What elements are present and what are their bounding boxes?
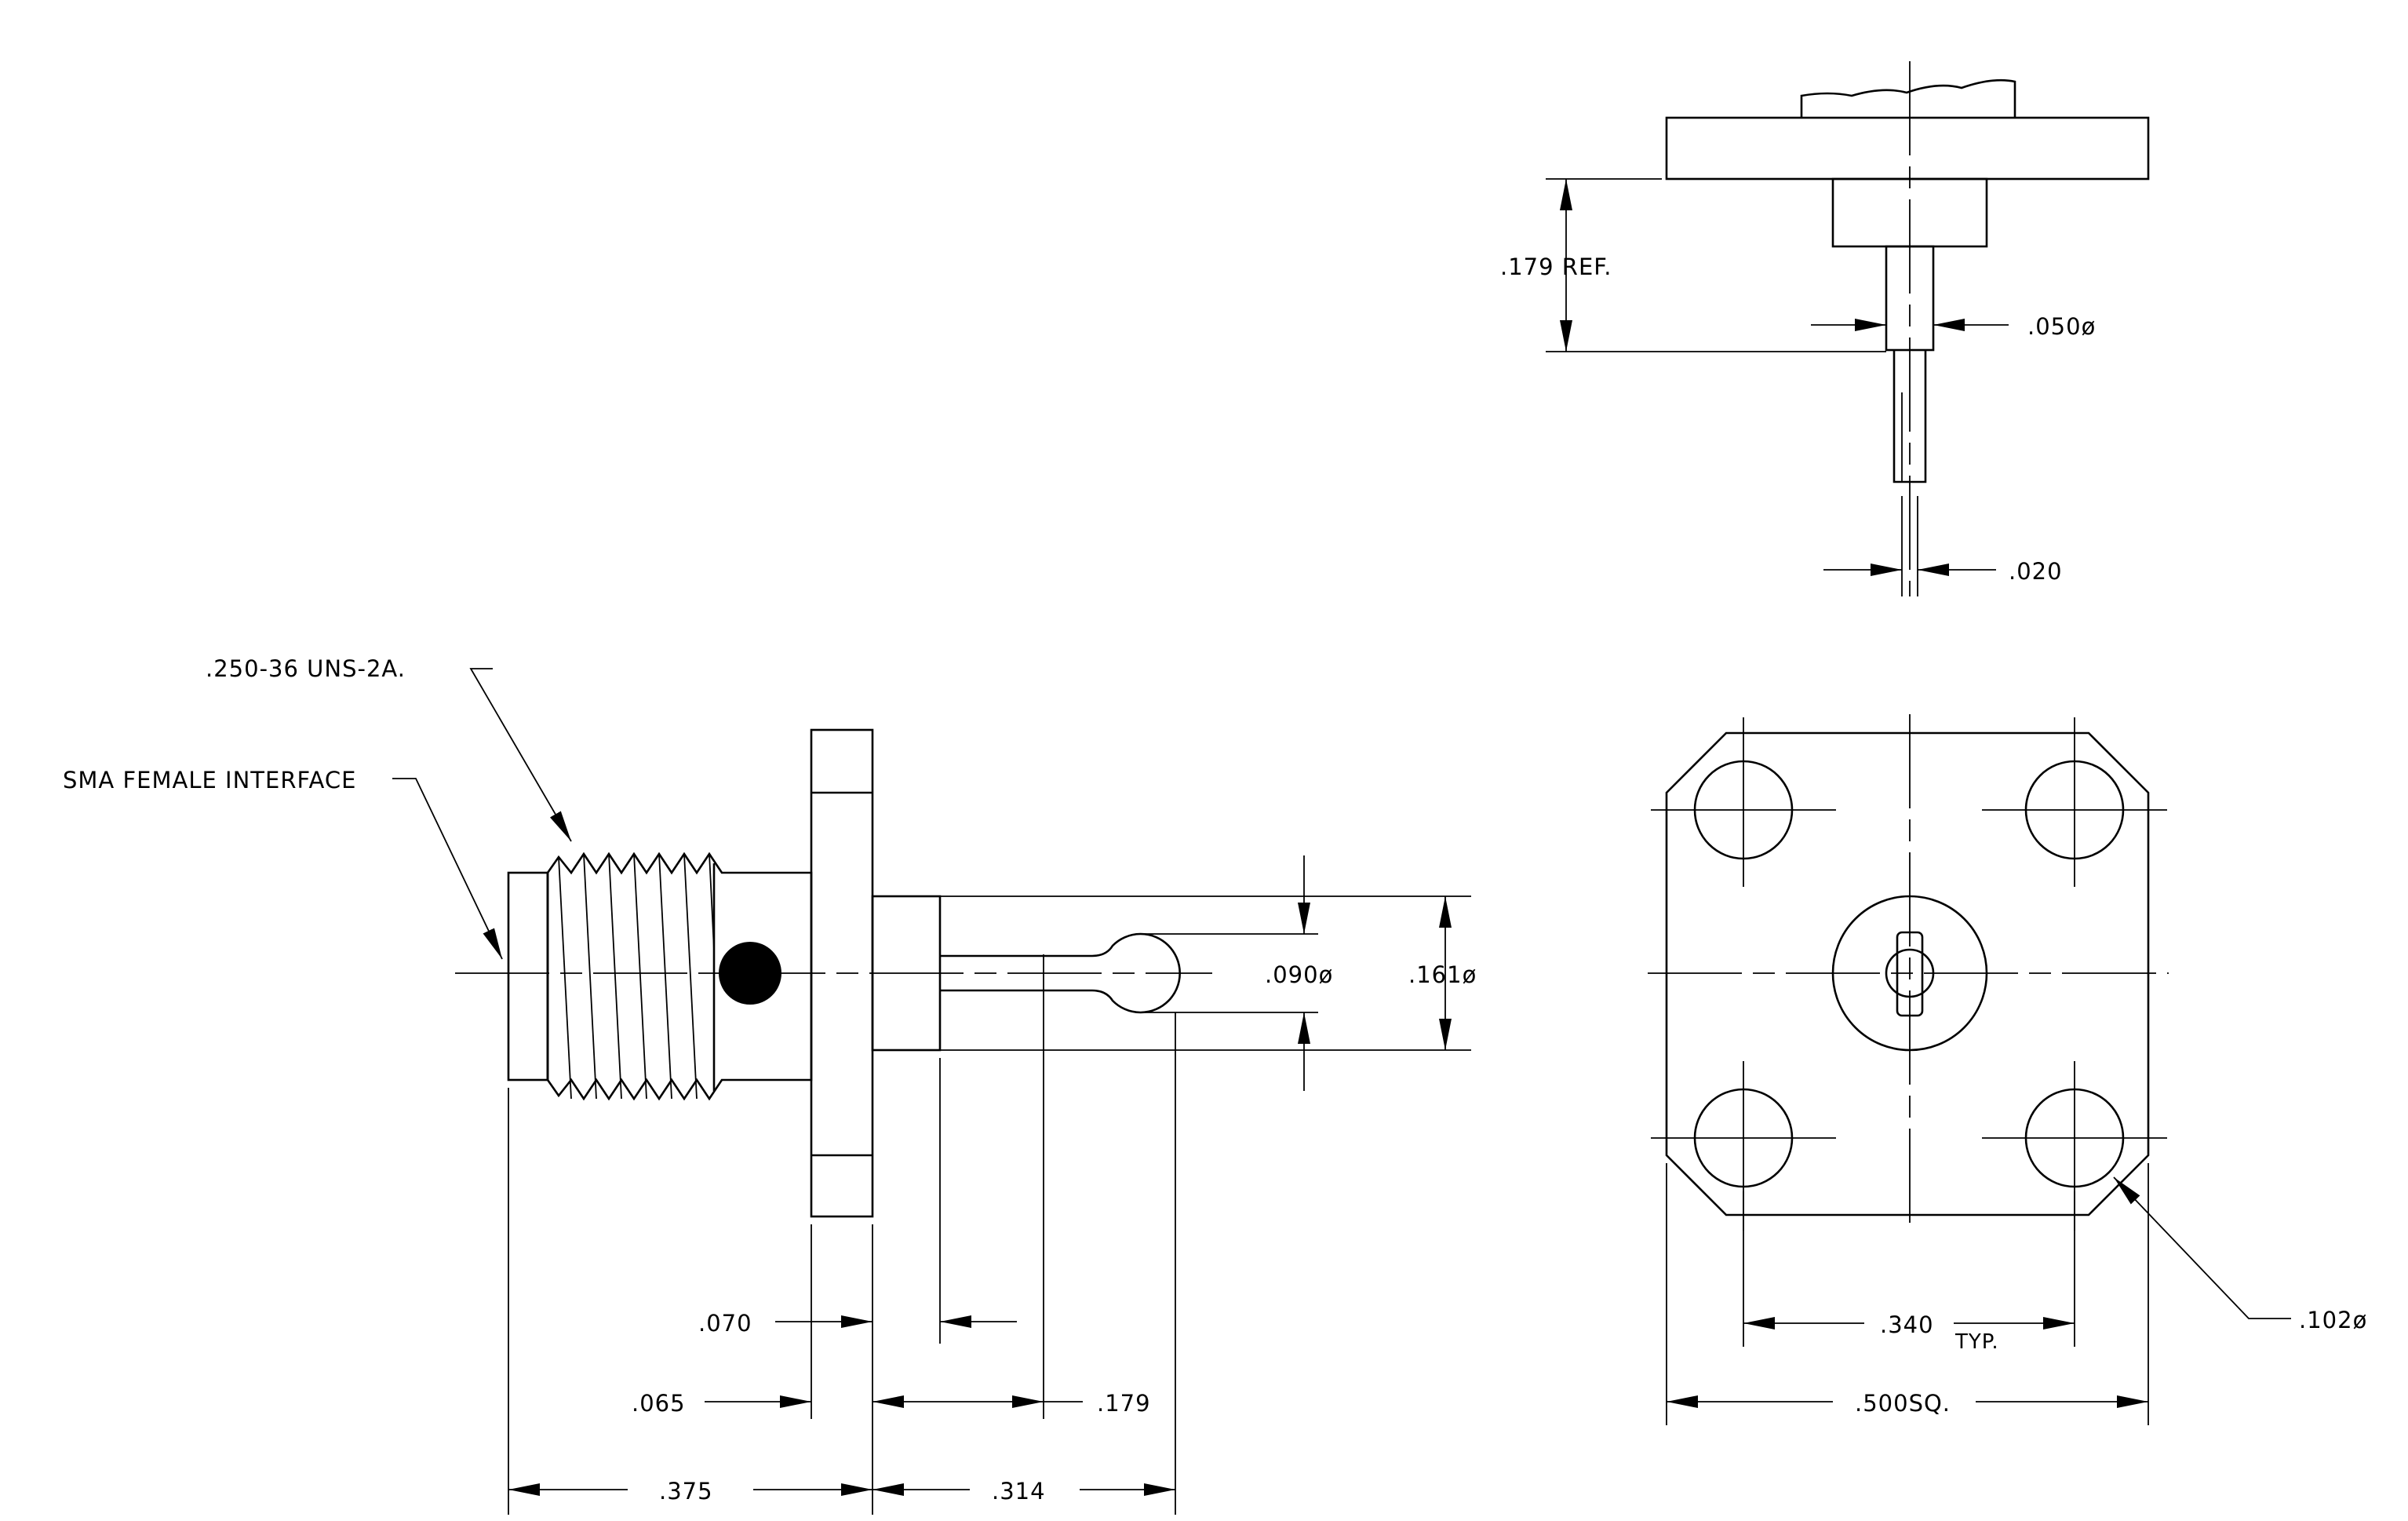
dim-340: .340	[1880, 1311, 1934, 1338]
dim-090-dia: .090ø	[1265, 961, 1333, 988]
flange-view: .340 TYP. .500SQ. .102ø	[1648, 714, 2367, 1425]
top-view: .179 REF. .050ø .020	[1500, 61, 2150, 596]
dim-179-ref: .179 REF.	[1500, 254, 1612, 280]
interface-leader	[392, 778, 503, 960]
broken-body	[1800, 78, 2016, 118]
top-flange	[1665, 116, 2150, 181]
dim-102-dia: .102ø	[2299, 1307, 2367, 1333]
dim-314: .314	[992, 1478, 1046, 1505]
center-boss	[1831, 895, 1988, 1052]
hole-leader	[2113, 1176, 2291, 1319]
interface-label: SMA FEMALE INTERFACE	[63, 767, 356, 793]
dim-065: .065	[632, 1390, 686, 1417]
side-view: .090ø .161ø .070 .065 .179 .375 .314 .25…	[63, 655, 1477, 1515]
dim-179: .179	[1097, 1390, 1151, 1417]
square-flange	[1665, 731, 2150, 1216]
dim-161-dia: .161ø	[1408, 961, 1477, 988]
dim-070: .070	[698, 1310, 752, 1337]
dim-375: .375	[659, 1478, 713, 1505]
thread-lines	[558, 853, 715, 1100]
thread-spec-label: .250-36 UNS-2A.	[206, 655, 406, 682]
front-sleeve	[507, 871, 549, 1081]
dim-500sq: .500SQ.	[1855, 1390, 1951, 1417]
thread-leader	[469, 668, 572, 842]
center-pin	[1885, 948, 1935, 998]
dim-020: .020	[2009, 558, 2063, 585]
dim-050-dia: .050ø	[2027, 313, 2096, 340]
mounting-holes	[1651, 717, 2167, 1231]
dim-typ: TYP.	[1954, 1330, 1999, 1354]
